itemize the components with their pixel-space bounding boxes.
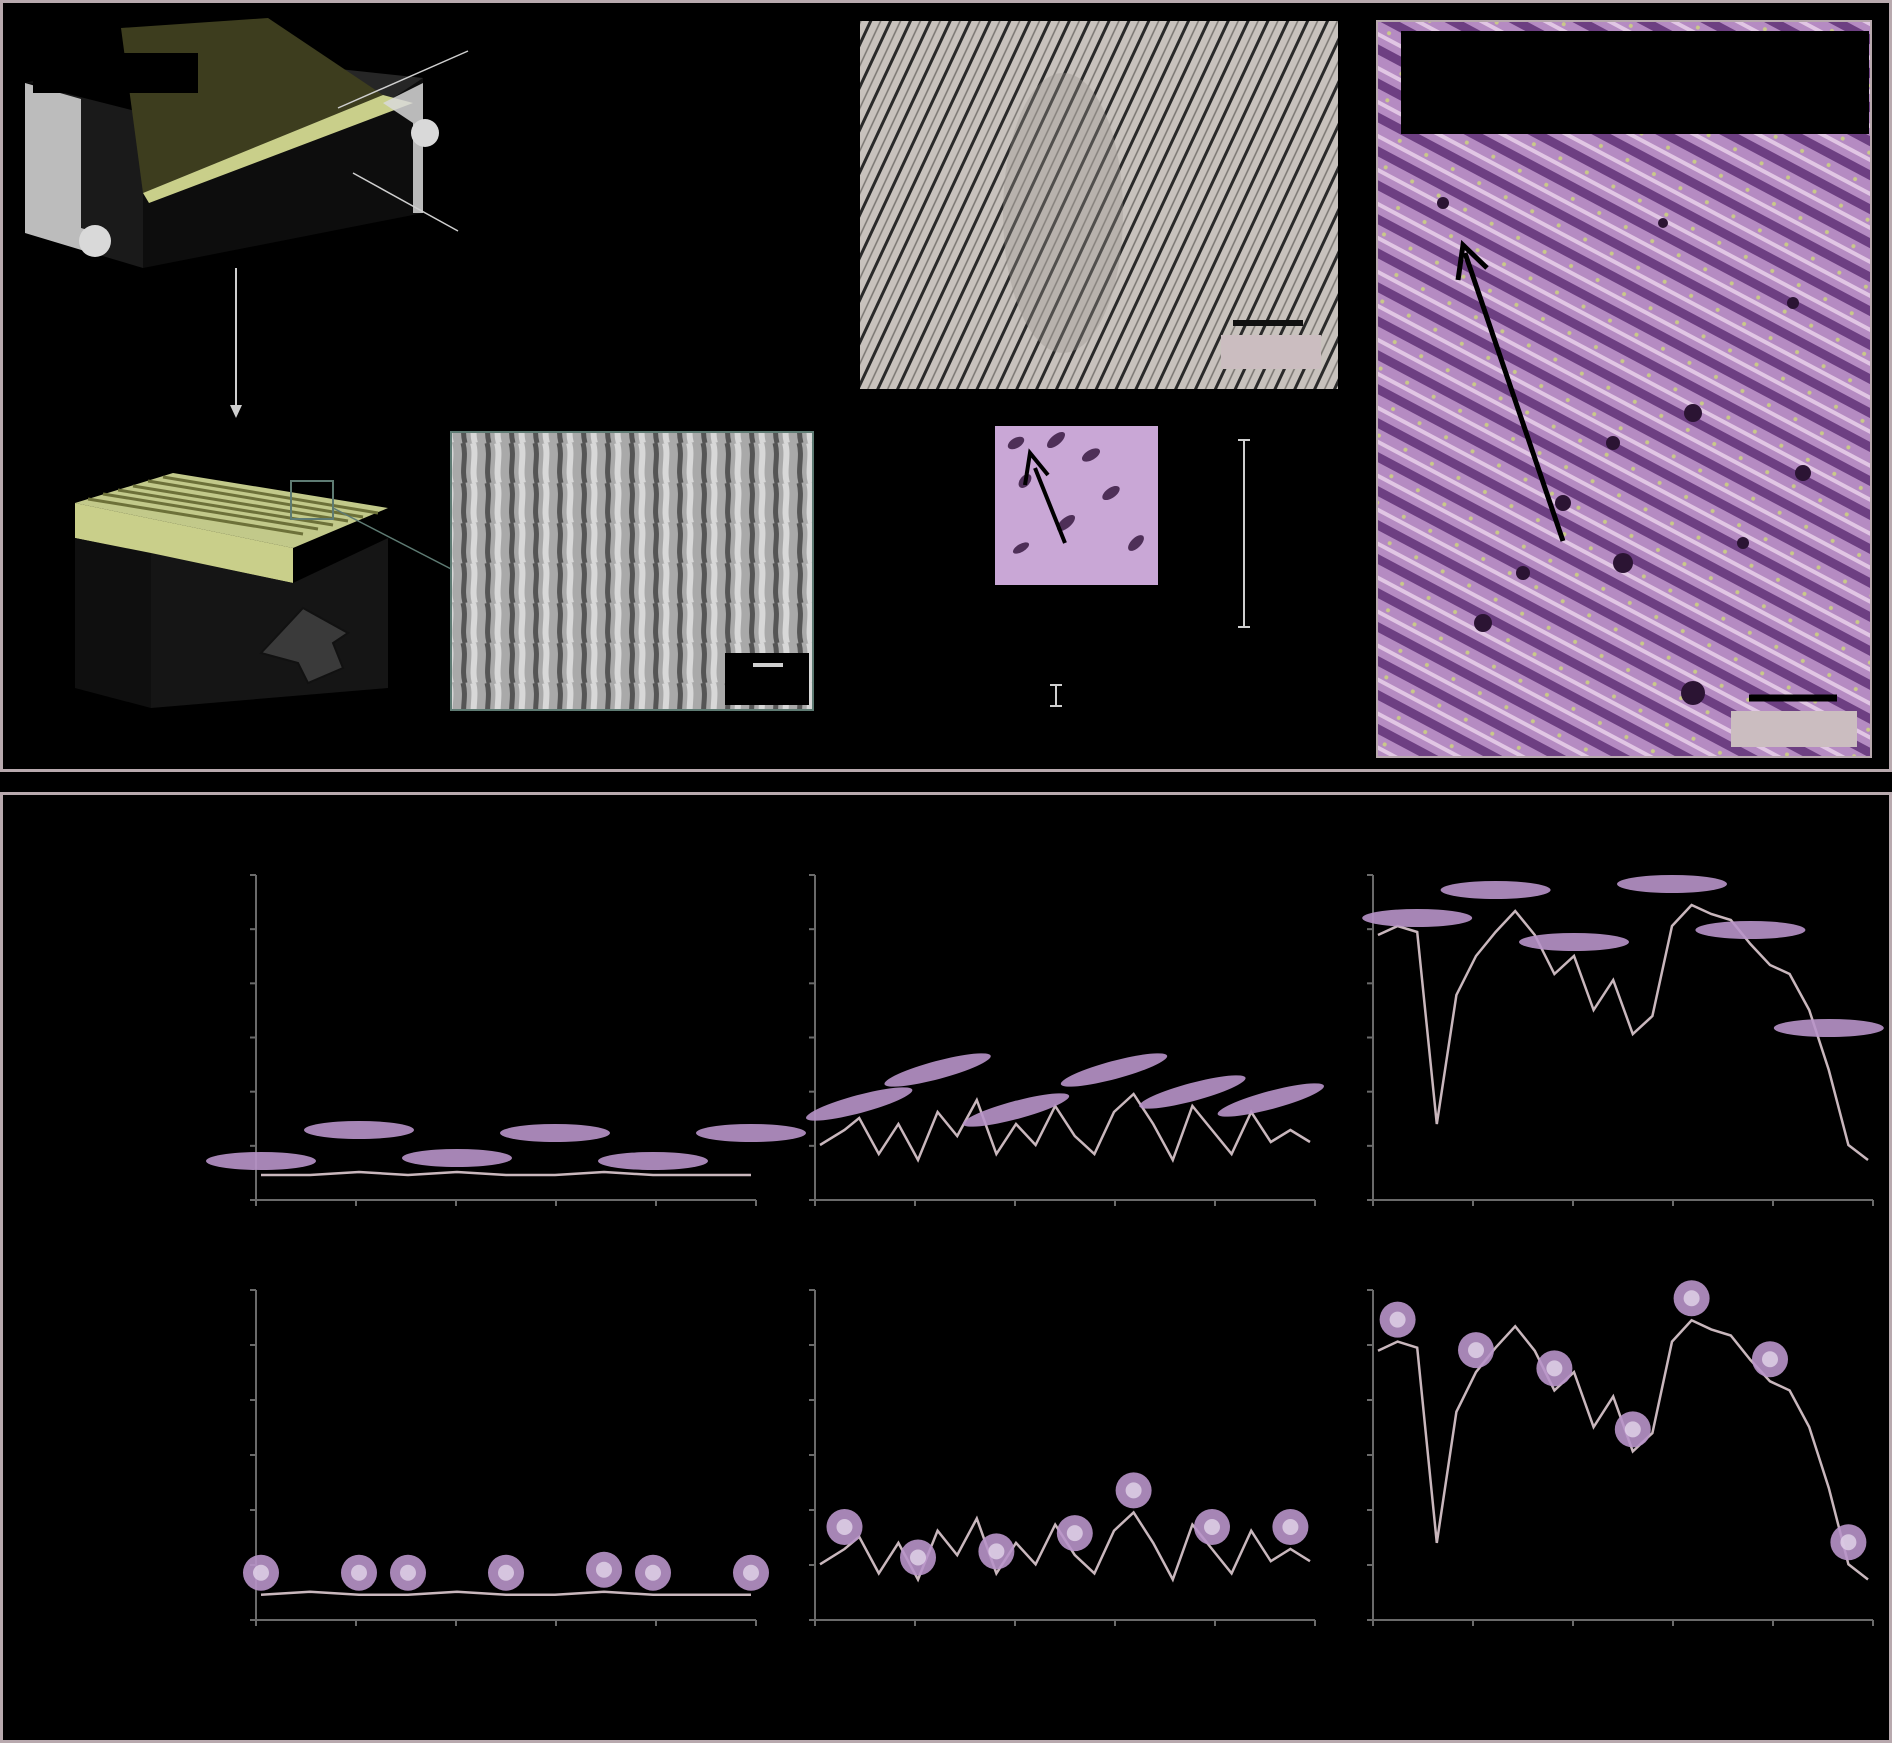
- round-cell-nucleus: [645, 1564, 661, 1581]
- profile-line: [260, 1590, 751, 1597]
- arrow-icon: [1455, 239, 1566, 542]
- down-arrow-icon: [230, 268, 242, 418]
- elongated-cell: [806, 1087, 913, 1121]
- round-cell-nucleus: [351, 1564, 367, 1581]
- vertical-scale-bar-large: [1238, 439, 1250, 628]
- stained-tissue-image: [1376, 20, 1872, 758]
- phase-micrograph: [860, 21, 1338, 389]
- elongated-cell: [304, 1121, 414, 1139]
- profile-plots: [206, 874, 1884, 1626]
- elongated-cell: [598, 1152, 708, 1170]
- round-cell-nucleus: [988, 1543, 1005, 1560]
- bottom-panel: [0, 792, 1892, 1743]
- elongated-cell: [402, 1149, 512, 1167]
- elongated-cell: [1773, 1019, 1884, 1037]
- profile-line: [1377, 903, 1869, 1161]
- callout-line-top: [337, 50, 469, 109]
- elongated-cell: [962, 1093, 1070, 1127]
- top-panel: [0, 0, 1892, 772]
- round-cell-nucleus: [743, 1564, 759, 1581]
- round-cell-nucleus: [1468, 1342, 1484, 1359]
- elongated-cell: [1695, 921, 1806, 939]
- elongated-cell: [1060, 1053, 1168, 1087]
- elongated-cell: [206, 1152, 316, 1170]
- round-cell-nucleus: [400, 1564, 416, 1581]
- round-cell-nucleus: [1282, 1519, 1299, 1535]
- round-cell-nucleus: [1389, 1311, 1406, 1328]
- elongated-cell: [1617, 875, 1727, 893]
- elongated-cell: [1217, 1083, 1324, 1117]
- up-arrow-icon: [259, 606, 350, 685]
- elongated-cell: [1519, 933, 1629, 951]
- elongated-cell: [1362, 909, 1473, 927]
- vertical-scale-bar-small: [1050, 684, 1062, 707]
- elongated-cell: [1440, 881, 1551, 899]
- elongated-cell: [884, 1053, 991, 1087]
- round-cell-nucleus: [836, 1519, 853, 1535]
- round-cell-nucleus: [1840, 1534, 1857, 1551]
- elongated-cell: [1139, 1075, 1246, 1109]
- round-cell-nucleus: [253, 1564, 269, 1581]
- callout-line-bottom: [352, 172, 459, 232]
- arrow-icon: [1023, 448, 1067, 544]
- profile-line: [261, 1170, 751, 1177]
- round-cell-nucleus: [596, 1561, 612, 1578]
- round-cell-nucleus: [1066, 1525, 1083, 1542]
- sem-image: [450, 431, 814, 711]
- elongated-cell: [500, 1124, 610, 1142]
- round-cell-nucleus: [1546, 1360, 1563, 1377]
- round-cell-nucleus: [1683, 1290, 1700, 1307]
- round-cell-nucleus: [1125, 1482, 1142, 1499]
- round-cell-nucleus: [498, 1564, 514, 1581]
- stained-cell-inset: [995, 426, 1158, 585]
- elongated-cell: [696, 1124, 806, 1142]
- profile-line: [1377, 1318, 1869, 1581]
- round-cell-nucleus: [1762, 1351, 1778, 1368]
- patterned-block: [75, 473, 456, 708]
- profile-line: [819, 1092, 1311, 1164]
- device-block: [25, 18, 439, 268]
- round-cell-nucleus: [910, 1549, 926, 1566]
- round-cell-nucleus: [1624, 1421, 1641, 1438]
- round-cell-nucleus: [1204, 1519, 1220, 1535]
- top-panel-graphics: [25, 18, 1872, 758]
